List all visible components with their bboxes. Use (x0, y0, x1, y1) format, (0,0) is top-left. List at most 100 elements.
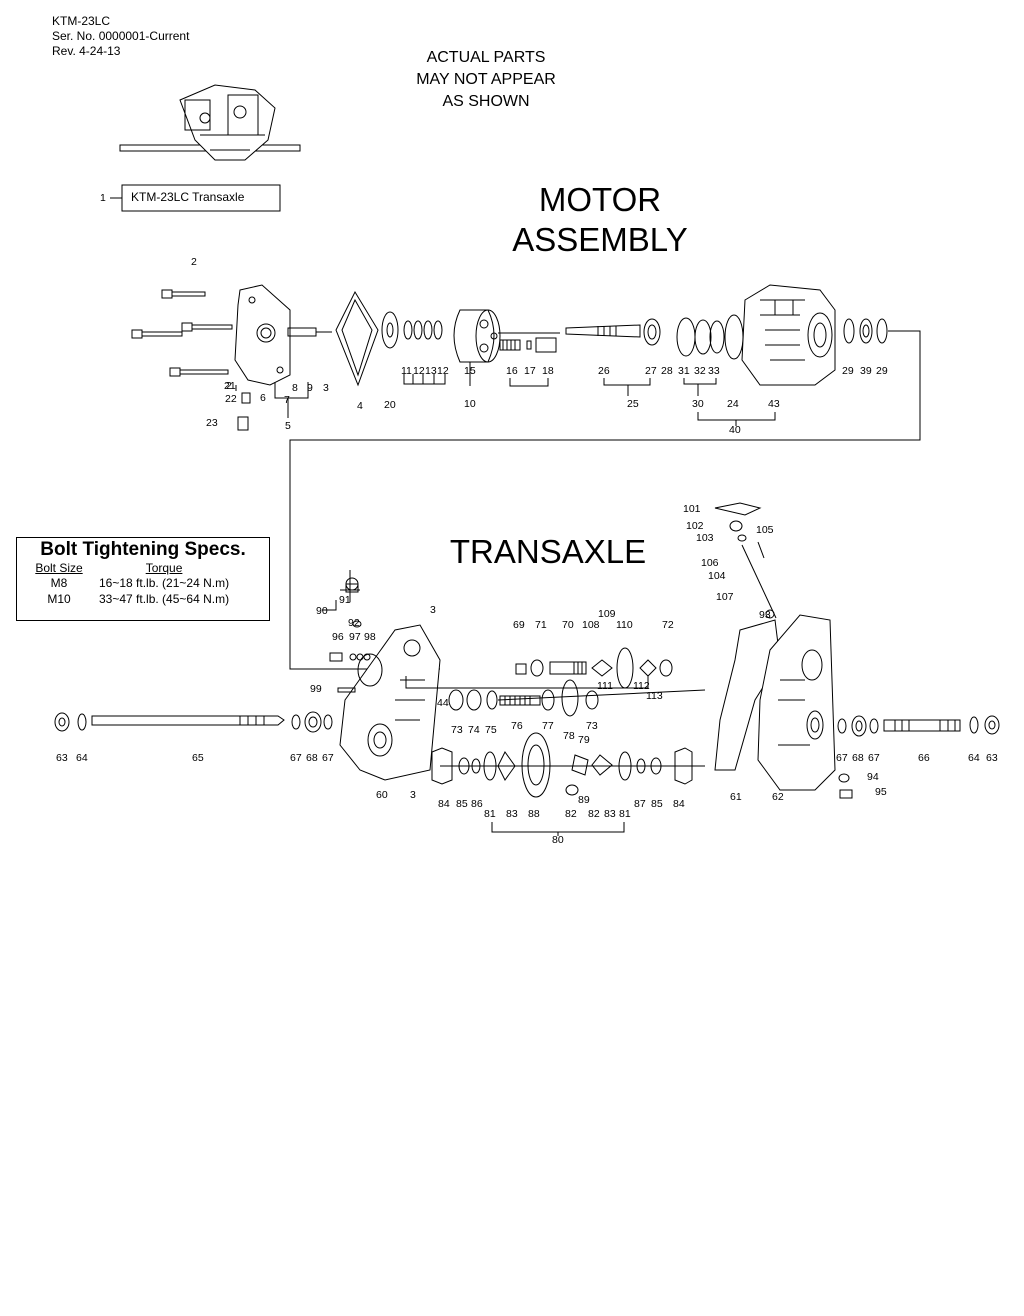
callout: 93 (759, 609, 771, 621)
callout: 83 (506, 808, 518, 820)
torque-cell: 33~47 ft.lb. (45~64 N.m) (99, 592, 230, 606)
callout: 12 (413, 365, 425, 377)
callout: 44 (437, 697, 449, 709)
callout: 13 (425, 365, 437, 377)
serial-range: Ser. No. 0000001-Current (52, 29, 190, 43)
callout: 92 (348, 617, 360, 629)
bolt-size-header: Bolt Size (35, 561, 83, 575)
transaxle-title: TRANSAXLE (449, 533, 647, 570)
bolt-size-cell: M10 (47, 592, 71, 606)
callout: 73 (451, 724, 463, 736)
callout: 63 (56, 752, 68, 764)
revision-date: Rev. 4-24-13 (52, 44, 121, 58)
callout: 85 (651, 798, 663, 810)
callout: 15 (464, 365, 476, 377)
callout: 26 (598, 365, 610, 377)
callout: 74 (468, 724, 480, 736)
callout: 76 (511, 720, 523, 732)
callout: 24 (727, 398, 739, 410)
callout: 12 (437, 365, 449, 377)
torque-cell: 16~18 ft.lb. (21~24 N.m) (99, 576, 230, 590)
callout: 75 (485, 724, 497, 736)
callout: 101 (683, 503, 701, 515)
callout: 112 (633, 680, 650, 692)
callout: 9 (307, 382, 313, 394)
callout: 99 (310, 683, 322, 695)
callout: 29 (842, 365, 854, 377)
callout: 33 (708, 365, 720, 377)
transaxle-thumbnail (119, 84, 301, 161)
callout: 71 (535, 619, 547, 631)
assembly-item-name: KTM-23LC Transaxle (131, 190, 245, 204)
assembly-item-number: 1 (100, 192, 106, 204)
callout: 7 (284, 394, 290, 406)
callout: 105 (756, 524, 774, 536)
callout: 81 (619, 808, 631, 820)
callout: 70 (562, 619, 574, 631)
callout: 109 (598, 608, 616, 620)
table-row: M10 33~47 ft.lb. (45~64 N.m) (25, 591, 235, 607)
callout: 81 (484, 808, 496, 820)
callout: 102 (686, 520, 704, 532)
callout: 60 (376, 789, 388, 801)
callout: 6 (260, 392, 266, 404)
torque-header: Torque (145, 561, 183, 575)
bolt-size-cell: M8 (50, 576, 68, 590)
document-header: KTM-23LC Ser. No. 0000001-Current Rev. 4… (52, 14, 189, 59)
callout: 40 (729, 424, 741, 436)
bolt-specs-title: Bolt Tightening Specs. (40, 539, 246, 560)
callout: 108 (582, 619, 600, 631)
callout: 4 (357, 400, 363, 412)
callout: 68 (852, 752, 864, 764)
callout: 106 (701, 557, 719, 569)
callout: 67 (868, 752, 880, 764)
callout: 91 (339, 594, 351, 606)
callout: 67 (322, 752, 334, 764)
callout: 77 (542, 720, 554, 732)
callout: 113 (646, 690, 663, 702)
callout: 107 (716, 591, 734, 603)
callout: 62 (772, 791, 784, 803)
callout: 20 (384, 399, 396, 411)
callout: 69 (513, 619, 525, 631)
callout: 5 (285, 420, 291, 432)
notice-line: MAY NOT APPEAR (416, 71, 556, 88)
callout: 27 (645, 365, 657, 377)
callout: 31 (678, 365, 690, 377)
callout: 84 (673, 798, 685, 810)
callout: 98 (364, 631, 376, 643)
callout: 8 (292, 382, 298, 394)
callout: 3 (410, 789, 416, 801)
callout: 85 (456, 798, 468, 810)
callout: 16 (506, 365, 518, 377)
callout: 97 (349, 631, 361, 643)
callout: 2 (191, 256, 197, 268)
callout: 78 (563, 730, 575, 742)
motor-assembly-group (131, 284, 921, 670)
callout: 103 (696, 532, 714, 544)
callout: 111 (597, 680, 613, 692)
callout: 83 (604, 808, 616, 820)
callout: 82 (588, 808, 600, 820)
callout: 68 (306, 752, 318, 764)
callout: 84 (438, 798, 450, 810)
callout: 72 (662, 619, 674, 631)
callout: 87 (634, 798, 646, 810)
callout: 66 (918, 752, 930, 764)
callout: 39 (860, 365, 872, 377)
callout: 23 (206, 417, 218, 429)
callout: 64 (76, 752, 88, 764)
notice-line: AS SHOWN (442, 93, 530, 110)
callout: 79 (578, 734, 590, 746)
callout: 32 (694, 365, 706, 377)
callout: 29 (876, 365, 888, 377)
callout: 94 (867, 771, 879, 783)
callout: 67 (290, 752, 302, 764)
callout: 28 (661, 365, 673, 377)
callout: 17 (524, 365, 536, 377)
callout: 86 (471, 798, 483, 810)
transaxle-group (54, 502, 1000, 799)
callout: 104 (708, 570, 726, 582)
bolt-specs-table: Bolt Tightening Specs. Bolt Size Torque … (16, 537, 270, 621)
callout: 25 (627, 398, 639, 410)
